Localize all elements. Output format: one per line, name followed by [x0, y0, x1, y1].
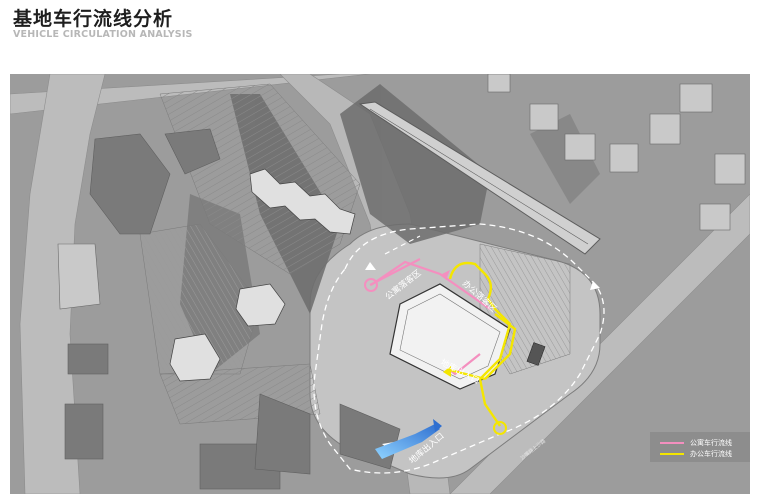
context-buildings	[64, 128, 401, 490]
legend-item-apartment: 公寓车行流线	[660, 437, 732, 448]
yellow-arrow	[443, 366, 451, 377]
utility-box	[526, 342, 546, 366]
site-plan-map: 公寓落客区 办公落客区 地库出入口 地库出入口 沙嘴路上沙路	[10, 74, 750, 494]
office-vehicle-route	[448, 261, 517, 427]
legend-swatch-pink	[660, 441, 684, 444]
residential-blocks	[169, 168, 356, 382]
tower-footprint	[389, 283, 511, 390]
parking-ramp	[375, 424, 440, 459]
apartment-route-node	[364, 278, 378, 292]
site-circulation-loop	[313, 223, 605, 474]
legend-box	[650, 432, 750, 462]
page-subtitle: VEHICLE CIRCULATION ANALYSIS	[13, 29, 193, 40]
context-buildings-light	[57, 74, 746, 310]
legend-swatch-yellow	[660, 452, 684, 455]
office-route-node	[493, 421, 507, 435]
legend-label-apartment: 公寓车行流线	[690, 438, 732, 447]
legend-label-office: 办公车行流线	[690, 449, 732, 458]
page-title: 基地车行流线分析	[13, 8, 174, 30]
legend: 公寓车行流线 办公车行流线	[660, 437, 732, 459]
legend-item-office: 办公车行流线	[660, 448, 732, 459]
pink-arrow	[442, 270, 450, 280]
